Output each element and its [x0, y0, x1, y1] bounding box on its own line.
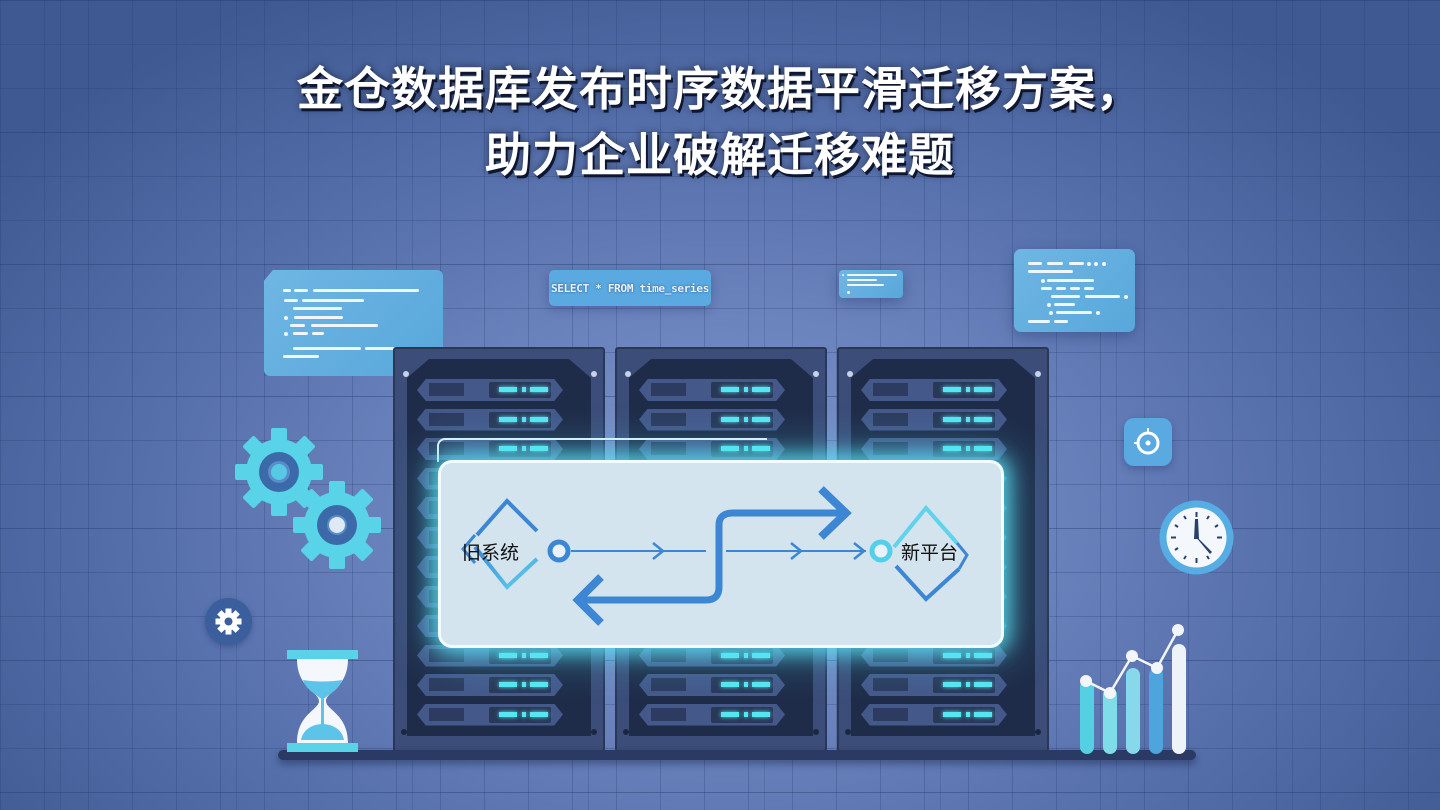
headline: 金仓数据库发布时序数据平滑迁移方案， 助力企业破解迁移难题 [0, 56, 1440, 188]
drive-slot [651, 383, 686, 396]
settings-button [205, 598, 252, 645]
server-unit [417, 644, 563, 667]
panel-back-frame [437, 438, 767, 462]
target-icon [1134, 428, 1160, 455]
code-card-right [1014, 249, 1135, 332]
sql-snippet-card: SELECT * FROM time_series [549, 270, 711, 306]
status-leds [933, 382, 995, 398]
status-leds [711, 411, 773, 428]
status-leds [933, 411, 995, 428]
drive-slot [651, 412, 686, 426]
server-unit [639, 703, 785, 726]
source-node [547, 539, 571, 563]
drive-slot [651, 678, 686, 691]
new-platform-diamond-icon [892, 504, 969, 602]
server-unit [861, 703, 1007, 726]
drive-slot [651, 707, 686, 721]
code-card-small [839, 270, 903, 298]
server-unit [639, 438, 785, 460]
bar-line-chart-icon [1080, 624, 1186, 754]
status-leds [933, 677, 995, 693]
server-unit [861, 379, 1007, 401]
clock-icon [1159, 500, 1234, 575]
status-leds [489, 382, 551, 398]
target-node [869, 539, 893, 563]
migration-flow-diagram [461, 486, 969, 626]
server-unit [639, 674, 785, 696]
status-leds [489, 647, 551, 664]
drive-slot [873, 648, 908, 662]
server-unit [861, 438, 1007, 460]
base-shelf [278, 750, 1196, 760]
drive-slot [651, 442, 686, 455]
status-leds [711, 382, 773, 398]
server-unit [639, 644, 785, 667]
old-system-diamond-icon [461, 498, 539, 590]
server-unit [861, 674, 1007, 696]
drive-slot [429, 412, 464, 426]
status-leds [489, 411, 551, 428]
drive-slot [429, 707, 464, 721]
drive-slot [873, 678, 908, 691]
status-leds [933, 441, 995, 457]
status-leds [933, 647, 995, 664]
gears-icon [235, 428, 381, 569]
drive-slot [651, 648, 686, 662]
new-platform-label: 新平台 [901, 542, 959, 564]
status-leds [711, 706, 773, 723]
server-unit [861, 408, 1007, 431]
drive-slot [429, 648, 464, 662]
server-unit [417, 408, 563, 431]
status-leds [489, 706, 551, 723]
drive-slot [873, 383, 908, 396]
server-unit [639, 408, 785, 431]
settings-gear-icon [215, 608, 242, 635]
server-unit [417, 703, 563, 726]
old-system-label: 旧系统 [462, 542, 520, 564]
drive-slot [873, 412, 908, 426]
status-leds [711, 441, 773, 457]
hourglass-icon [287, 650, 358, 752]
server-unit [861, 644, 1007, 667]
drive-slot [429, 678, 464, 691]
migration-panel: 旧系统 新平台 [438, 460, 1004, 648]
target-button [1124, 418, 1172, 466]
status-leds [711, 677, 773, 693]
drive-slot [429, 383, 464, 396]
headline-line-1: 金仓数据库发布时序数据平滑迁移方案， [297, 62, 1143, 116]
status-leds [711, 647, 773, 664]
status-leds [489, 441, 551, 457]
server-unit [417, 379, 563, 401]
status-leds [489, 677, 551, 693]
server-unit [417, 674, 563, 696]
drive-slot [873, 707, 908, 721]
drive-slot [873, 442, 908, 455]
headline-line-2: 助力企业破解迁移难题 [485, 128, 955, 182]
server-unit [639, 379, 785, 401]
status-leds [933, 706, 995, 723]
